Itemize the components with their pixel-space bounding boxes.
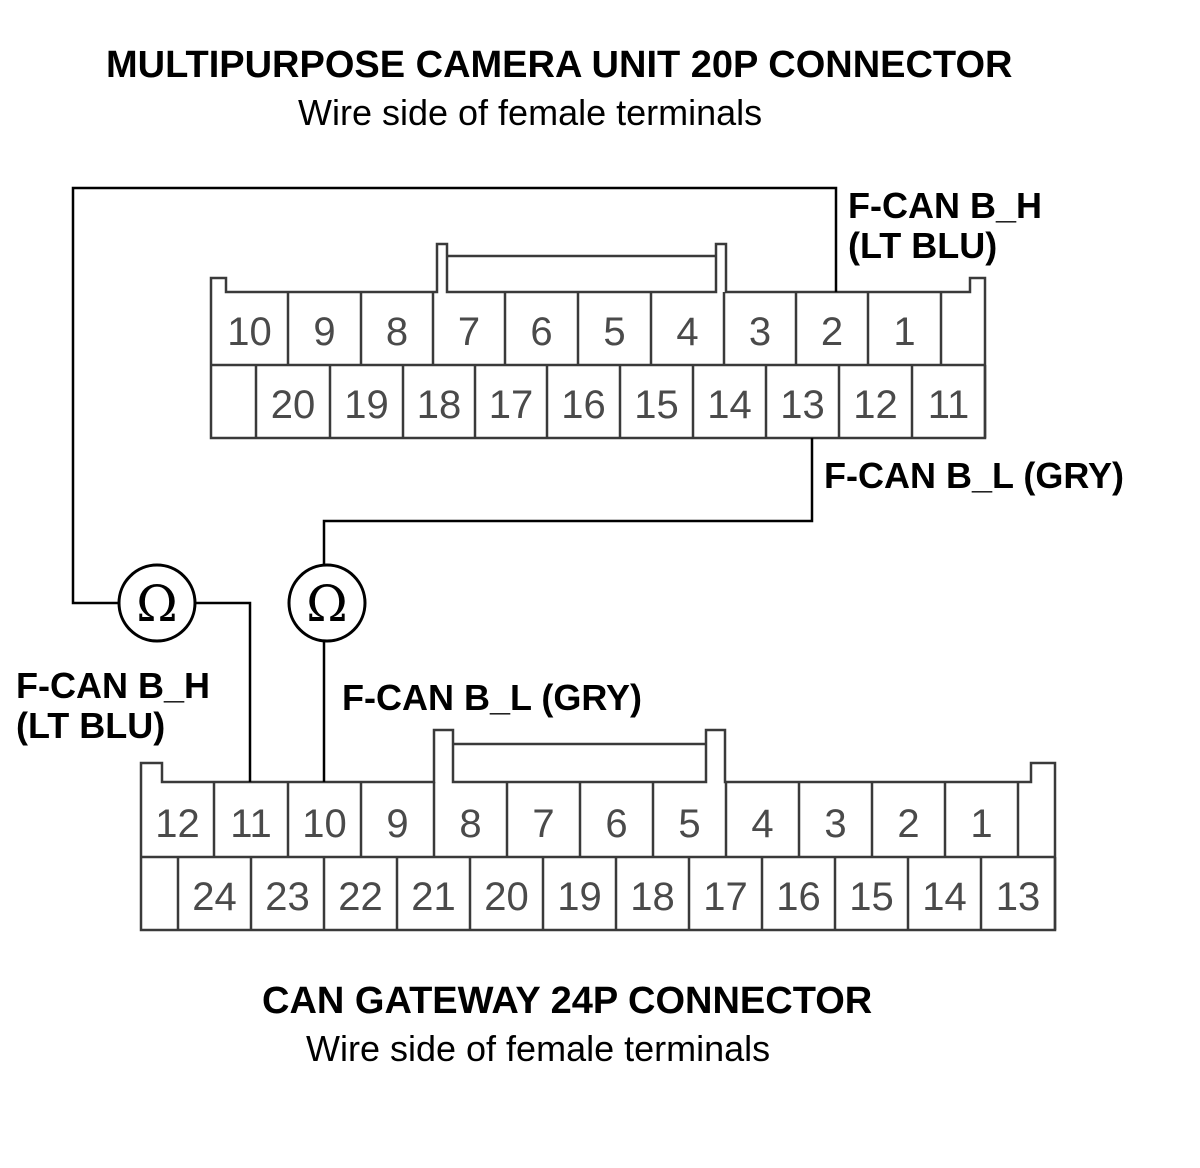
bottom-fcan-h-label: F-CAN B_H (LT BLU) bbox=[16, 666, 210, 746]
bottom-connector-outline bbox=[139, 728, 1057, 932]
bottom-connector-pin-13: 13 bbox=[996, 875, 1041, 919]
top-connector-pin-13: 13 bbox=[780, 383, 825, 427]
top-connector-pin-1: 1 bbox=[893, 310, 915, 354]
ohm-symbol: Ω bbox=[306, 575, 347, 633]
bottom-connector-pin-14: 14 bbox=[922, 875, 967, 919]
bottom-connector-pin-4: 4 bbox=[751, 802, 773, 846]
top-connector-pin-dividers bbox=[254, 292, 987, 438]
bottom-connector-pin-12: 12 bbox=[155, 802, 200, 846]
top-connector-outline bbox=[209, 242, 987, 440]
top-connector-pin-4: 4 bbox=[676, 310, 698, 354]
bottom-connector-pin-dividers bbox=[176, 782, 1057, 930]
ohm-symbol: Ω bbox=[136, 575, 177, 633]
wire-fcan-h-to-gateway bbox=[196, 601, 252, 782]
wires bbox=[71, 186, 838, 782]
bottom-connector-pin-7: 7 bbox=[532, 802, 554, 846]
bottom-connector-pin-16: 16 bbox=[776, 875, 821, 919]
bottom-connector-pin-6: 6 bbox=[605, 802, 627, 846]
bottom-connector-pin-22: 22 bbox=[338, 875, 383, 919]
ohmmeter-icon bbox=[117, 563, 197, 643]
top-connector-pin-5: 5 bbox=[603, 310, 625, 354]
bottom-connector-pin-18: 18 bbox=[630, 875, 675, 919]
bottom-connector-pin-8: 8 bbox=[459, 802, 481, 846]
top-connector-pin-18: 18 bbox=[417, 383, 462, 427]
ohmmeter-fcan-h: Ω bbox=[117, 563, 197, 643]
bottom-connector-pin-3: 3 bbox=[824, 802, 846, 846]
ohmmeter-fcan-l: Ω bbox=[287, 563, 367, 643]
ohmmeter-icon bbox=[287, 563, 367, 643]
top-connector-pin-17: 17 bbox=[489, 383, 534, 427]
top-fcan-h-label: F-CAN B_H (LT BLU) bbox=[848, 186, 1042, 266]
top-connector-title: MULTIPURPOSE CAMERA UNIT 20P CONNECTOR bbox=[106, 44, 1013, 86]
top-connector-pin-10: 10 bbox=[227, 310, 272, 354]
top-connector-pin-2: 2 bbox=[821, 310, 843, 354]
bottom-connector-pin-23: 23 bbox=[265, 875, 310, 919]
top-connector-pin-6: 6 bbox=[530, 310, 552, 354]
bottom-connector bbox=[139, 728, 1057, 932]
bottom-connector-pin-20: 20 bbox=[484, 875, 529, 919]
bottom-fcan-l-label: F-CAN B_L (GRY) bbox=[342, 677, 642, 718]
bottom-connector-pin-10: 10 bbox=[302, 802, 347, 846]
bottom-connector-pin-17: 17 bbox=[703, 875, 748, 919]
top-fcan-h-label-line2: (LT BLU) bbox=[848, 225, 998, 266]
top-connector-pin-14: 14 bbox=[707, 383, 752, 427]
top-connector bbox=[209, 242, 987, 440]
bottom-connector-pin-1: 1 bbox=[970, 802, 992, 846]
top-connector-pin-3: 3 bbox=[749, 310, 771, 354]
bottom-connector-pin-19: 19 bbox=[557, 875, 602, 919]
bottom-connector-pin-24: 24 bbox=[192, 875, 237, 919]
top-connector-pin-8: 8 bbox=[386, 310, 408, 354]
top-fcan-h-label-line1: F-CAN B_H bbox=[848, 185, 1042, 226]
bottom-connector-pin-21: 21 bbox=[411, 875, 456, 919]
bottom-connector-pin-11: 11 bbox=[230, 802, 272, 846]
bottom-connector-pin-2: 2 bbox=[897, 802, 919, 846]
top-connector-pin-19: 19 bbox=[344, 383, 389, 427]
top-connector-pin-16: 16 bbox=[561, 383, 606, 427]
bottom-connector-pin-9: 9 bbox=[386, 802, 408, 846]
top-connector-pin-12: 12 bbox=[853, 383, 898, 427]
top-connector-pin-15: 15 bbox=[634, 383, 679, 427]
top-fcan-l-label: F-CAN B_L (GRY) bbox=[824, 455, 1124, 496]
bottom-connector-subtitle: Wire side of female terminals bbox=[306, 1028, 771, 1069]
bottom-fcan-h-label-line1: F-CAN B_H bbox=[16, 665, 210, 706]
bottom-connector-pin-5: 5 bbox=[678, 802, 700, 846]
bottom-connector-pin-15: 15 bbox=[849, 875, 894, 919]
top-connector-pin-9: 9 bbox=[313, 310, 335, 354]
bottom-connector-title: CAN GATEWAY 24P CONNECTOR bbox=[262, 980, 873, 1022]
wire-fcan-l bbox=[322, 438, 814, 564]
top-connector-pin-20: 20 bbox=[271, 383, 316, 427]
top-connector-pin-7: 7 bbox=[458, 310, 480, 354]
bottom-fcan-h-label-line2: (LT BLU) bbox=[16, 705, 166, 746]
top-connector-subtitle: Wire side of female terminals bbox=[298, 92, 763, 133]
top-connector-pin-11: 11 bbox=[928, 383, 970, 427]
wire-fcan-h bbox=[71, 186, 838, 605]
